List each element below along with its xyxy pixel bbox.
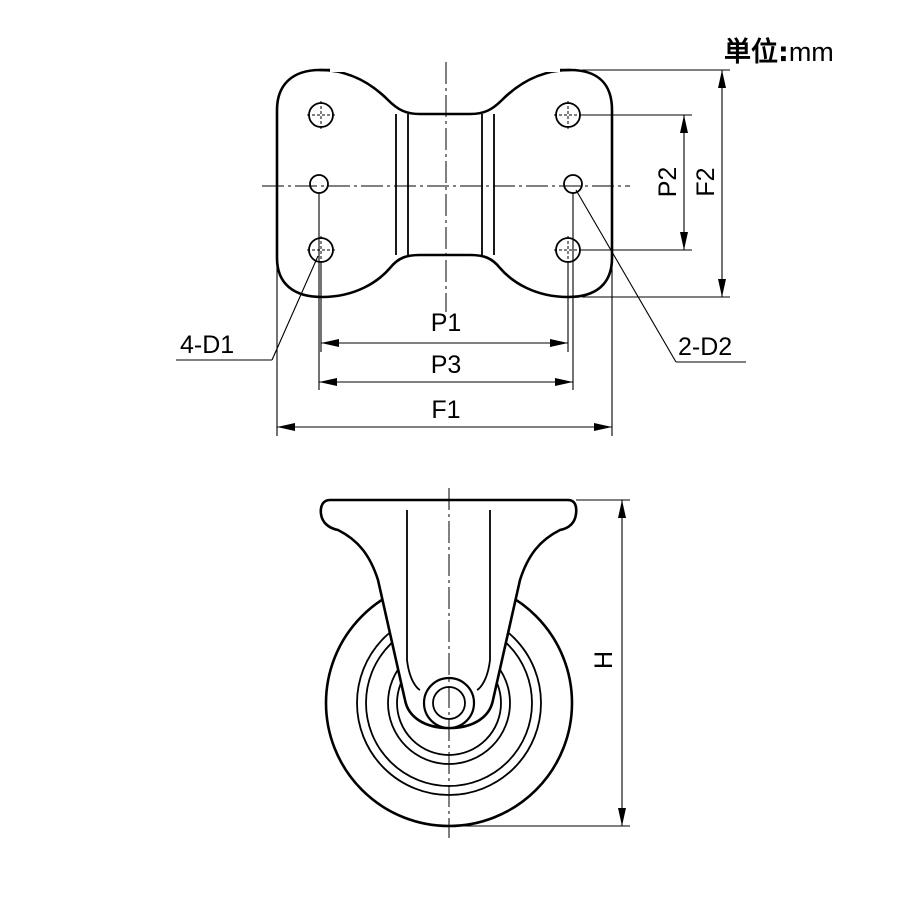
dimension-p2: P2 <box>654 115 688 250</box>
bolt-hole-top-right <box>554 101 582 129</box>
label-f1: F1 <box>431 396 460 424</box>
unit-prefix: 単位 <box>724 37 778 68</box>
bolt-hole-top-left <box>307 101 335 129</box>
label-h: H <box>590 651 618 669</box>
leader-2-d2: 2-D2 <box>575 189 746 363</box>
bolt-hole-bottom-right <box>554 236 582 264</box>
fork-inner-right <box>476 510 491 691</box>
slot-hole-left <box>309 174 329 194</box>
label-p1: P1 <box>431 309 462 337</box>
mounting-plate-outline <box>275 68 614 299</box>
dimension-h: H <box>590 500 626 826</box>
dimension-p1: P1 <box>321 309 568 347</box>
unit-label: 単位:mm <box>724 30 834 69</box>
label-4-d1: 4-D1 <box>180 331 234 359</box>
top-plan-view: P1 P3 F1 P2 <box>176 62 746 436</box>
leader-4-d1: 4-D1 <box>176 255 319 361</box>
label-p3: P3 <box>431 351 462 379</box>
dimension-p3: P3 <box>319 351 573 386</box>
fork-inner-left <box>406 510 421 691</box>
unit-separator: : <box>778 37 789 68</box>
plate-top-edge <box>318 68 572 116</box>
dimension-f1: F1 <box>277 396 612 431</box>
slot-hole-right <box>563 174 583 194</box>
bolt-hole-bottom-left <box>307 236 335 264</box>
label-f2: F2 <box>692 167 720 196</box>
label-p2: P2 <box>654 167 682 198</box>
unit-value: mm <box>788 37 834 67</box>
dimension-f2: F2 <box>692 70 726 297</box>
side-elevation-view: H <box>319 488 630 838</box>
label-2-d2: 2-D2 <box>678 333 732 361</box>
